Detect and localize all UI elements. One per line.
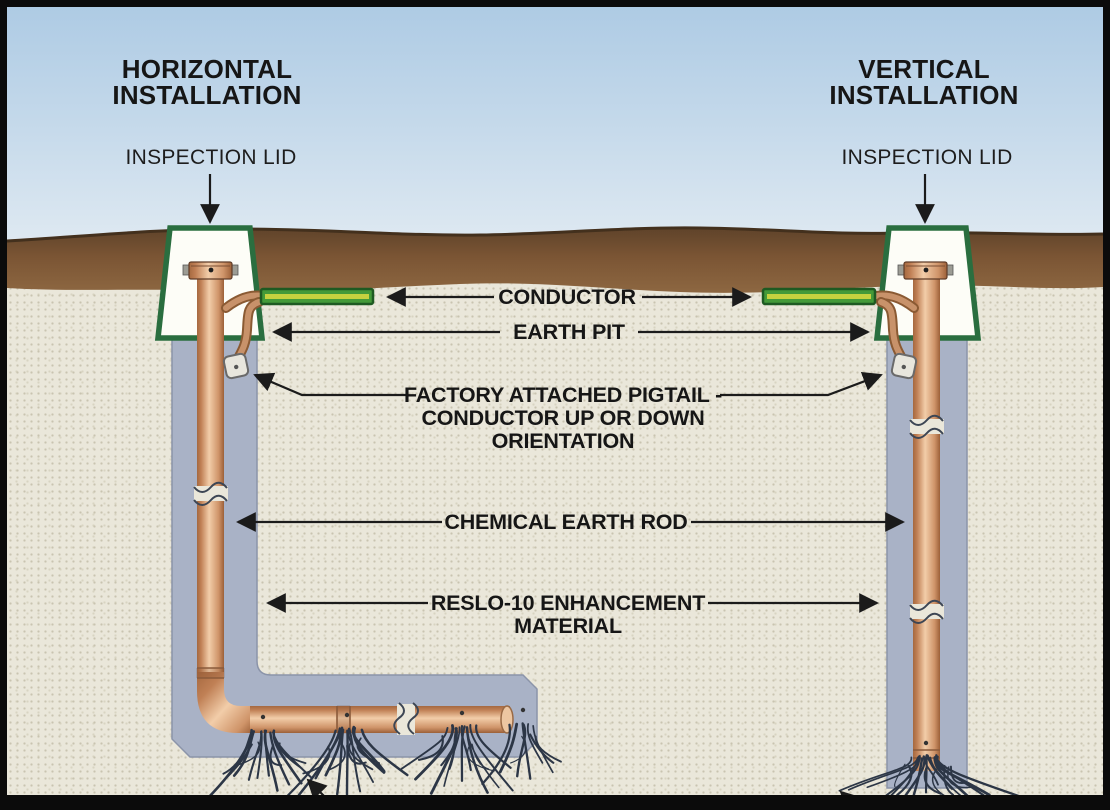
right-inspection-lid-label: INSPECTION LID — [841, 146, 1013, 169]
root-strand — [336, 728, 345, 796]
root-branch — [233, 741, 261, 767]
root-strand — [272, 731, 312, 778]
root-branch — [466, 745, 495, 772]
leach-point — [260, 714, 266, 720]
root-branch — [510, 735, 527, 764]
root-branch — [328, 744, 346, 771]
root-strand — [481, 723, 512, 786]
left-rod-clamp — [182, 261, 239, 280]
root-branch — [348, 741, 374, 771]
root-strand — [414, 724, 455, 781]
root-strand — [924, 756, 928, 794]
leach-point — [923, 740, 929, 746]
pigtail-arrow-right — [720, 372, 883, 397]
root-branch — [269, 744, 283, 767]
root-strand — [498, 722, 519, 774]
root-branch — [417, 735, 444, 761]
title-line-1: HORIZONTAL — [121, 54, 293, 84]
title-line-2: INSTALLATION — [112, 80, 302, 110]
right-conductor — [761, 287, 877, 306]
reslo-label-line-2: MATERIAL — [514, 614, 622, 638]
root-strand — [460, 725, 466, 782]
root-branch — [357, 737, 376, 762]
leach-point — [520, 707, 526, 713]
conductor-label: CONDUCTOR — [498, 285, 636, 309]
vertical-installation-title: VERTICAL INSTALLATION — [829, 56, 1018, 108]
horizontal-installation-title: HORIZONTAL INSTALLATION — [112, 56, 301, 108]
pigtail-label-line-2: CONDUCTOR UP OR DOWN — [421, 406, 705, 430]
left-earth-rod-elbow — [197, 672, 252, 733]
root-strand — [912, 757, 924, 796]
right-pigtail — [871, 290, 919, 380]
root-strand — [360, 728, 409, 777]
root-strand — [847, 756, 919, 791]
title-line-1: VERTICAL — [858, 54, 990, 84]
right-earth-rod — [913, 279, 940, 771]
frame-border-right — [1103, 0, 1110, 810]
frame-border-bottom — [0, 795, 1110, 810]
frame-border-left — [0, 0, 7, 810]
left-pigtail — [221, 290, 269, 380]
root-branch — [440, 737, 458, 767]
leader-lines — [200, 174, 935, 810]
root-strand — [469, 724, 514, 792]
root-strand — [348, 727, 362, 793]
pigtail-label: FACTORY ATTACHED PIGTAIL - CONDUCTOR UP … — [404, 384, 722, 453]
pigtail-label-line-3: ORIENTATION — [491, 429, 635, 453]
root-branch — [278, 742, 307, 765]
root-strand — [521, 722, 532, 780]
root-strand — [345, 729, 349, 801]
root-strand — [324, 727, 343, 777]
root-strand — [400, 726, 449, 770]
root-strand — [347, 727, 374, 783]
root-strand — [263, 729, 279, 792]
root-branch — [222, 745, 249, 775]
rod-end-cap — [500, 705, 514, 734]
root-strand — [282, 729, 337, 801]
reslo-label-line-1: RESLO-10 ENHANCEMENT — [430, 591, 706, 615]
root-strand — [935, 754, 1023, 799]
leach-point — [344, 712, 350, 718]
root-strand — [460, 724, 472, 772]
root-branch — [302, 745, 331, 775]
pipe-breaks — [193, 414, 944, 735]
root-strand — [351, 725, 386, 773]
root-strand — [838, 756, 913, 792]
root-branch — [534, 735, 562, 763]
pigtail-arrow-left — [253, 372, 406, 397]
root-strand — [924, 754, 939, 786]
topsoil-band — [7, 227, 1103, 293]
root-strand — [526, 723, 544, 764]
root-strand — [256, 730, 263, 779]
right-rod-clamp — [897, 261, 954, 280]
root-branch — [471, 743, 489, 770]
chemical-earth-rod-label: CHEMICAL EARTH ROD — [444, 510, 688, 534]
root-branch — [947, 766, 975, 789]
pigtail-label-line-1: FACTORY ATTACHED PIGTAIL - — [403, 383, 723, 407]
leach-point — [459, 710, 465, 716]
root-branch — [229, 743, 253, 774]
root-strand — [269, 731, 291, 786]
left-inspection-lid-label: INSPECTION LID — [125, 146, 297, 169]
left-earth-rod-vertical — [197, 279, 224, 674]
frame-border-top — [0, 0, 1110, 7]
earth-pit-label: EARTH PIT — [513, 320, 625, 344]
root-branch — [896, 764, 913, 797]
roots-layer — [208, 707, 1023, 807]
root-branch — [950, 765, 967, 784]
root-strand — [516, 723, 527, 778]
reslo-enhancement-label: RESLO-10 ENHANCEMENT MATERIAL — [430, 591, 706, 638]
root-branch — [894, 763, 906, 788]
root-branch — [923, 767, 942, 795]
title-line-2: INSTALLATION — [829, 80, 1019, 110]
left-conductor — [259, 287, 375, 306]
